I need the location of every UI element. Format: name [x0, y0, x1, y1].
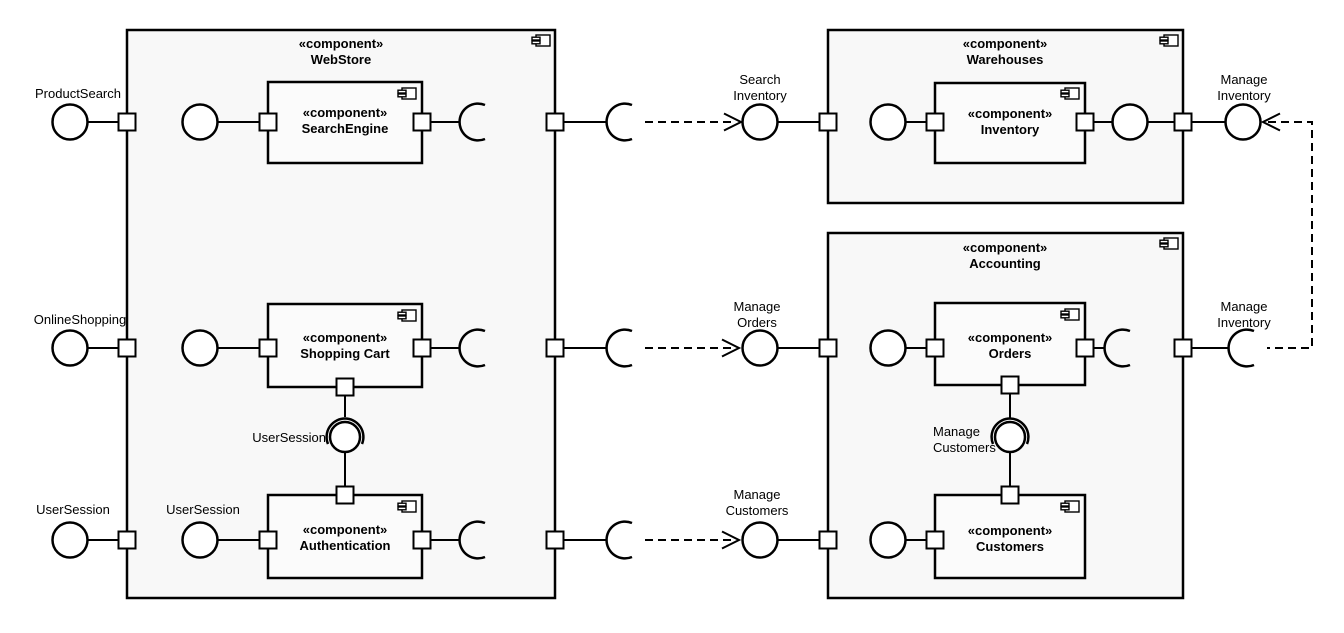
port	[1000, 375, 1020, 395]
authentication-stereotype: «component»	[303, 522, 388, 537]
label-manage-customers-2: Customers	[726, 503, 789, 518]
accounting-stereotype: «component»	[963, 240, 1048, 255]
label-online-shopping: OnlineShopping	[34, 312, 127, 327]
manage-customers-lollipop-ball	[993, 420, 1027, 454]
port	[545, 530, 565, 550]
component-icon	[1060, 500, 1080, 513]
webstore-stereotype: «component»	[299, 36, 384, 51]
manage-inventory-socket	[1227, 328, 1256, 368]
label-manage-inventory-required-1: Manage	[1221, 299, 1268, 314]
port	[412, 338, 432, 358]
port	[1075, 112, 1095, 132]
dependency-lines	[645, 112, 1313, 550]
shopping-cart-name: Shopping Cart	[300, 346, 390, 361]
label-search-inventory-2: Inventory	[733, 88, 787, 103]
label-manage-inventory-required-2: Inventory	[1217, 315, 1271, 330]
dependency-dashed-line	[1267, 121, 1313, 349]
port	[818, 530, 838, 550]
connector-lines	[87, 121, 1228, 541]
port	[818, 338, 838, 358]
port	[1075, 338, 1095, 358]
customers-stereotype: «component»	[968, 523, 1053, 538]
label-manage-inventory-provided-2: Inventory	[1217, 88, 1271, 103]
label-search-inventory-1: Search	[739, 72, 780, 87]
port	[412, 112, 432, 132]
port	[1000, 485, 1020, 505]
label-manage-customers-connector-2: Customers	[933, 440, 996, 455]
component-icon	[1060, 87, 1080, 100]
port	[925, 338, 945, 358]
label-product-search: ProductSearch	[35, 86, 121, 101]
search-engine-stereotype: «component»	[303, 105, 388, 120]
port	[412, 530, 432, 550]
customers-name: Customers	[976, 539, 1044, 554]
provided-interface-ball	[181, 521, 219, 559]
component-icon	[397, 309, 417, 322]
provided-interface-ball	[181, 103, 219, 141]
search-inventory-ball	[741, 103, 779, 141]
port	[258, 530, 278, 550]
label-user-session-outer: UserSession	[36, 502, 110, 517]
provided-interface-ball	[869, 521, 907, 559]
label-manage-customers-connector-1: Manage	[933, 424, 980, 439]
accounting-name: Accounting	[969, 256, 1041, 271]
search-engine-name: SearchEngine	[302, 121, 389, 136]
port	[258, 338, 278, 358]
required-interface-socket	[605, 328, 634, 368]
label-manage-orders-1: Manage	[734, 299, 781, 314]
port	[335, 377, 355, 397]
user-session-ball	[51, 521, 89, 559]
orders-stereotype: «component»	[968, 330, 1053, 345]
online-shopping-ball	[51, 329, 89, 367]
port	[258, 112, 278, 132]
label-manage-inventory-provided-1: Manage	[1221, 72, 1268, 87]
port	[818, 112, 838, 132]
component-icon	[1060, 308, 1080, 321]
port	[545, 112, 565, 132]
warehouses-name: Warehouses	[967, 52, 1044, 67]
required-interface-socket	[605, 520, 634, 560]
manage-orders-ball	[741, 329, 779, 367]
port	[1173, 338, 1193, 358]
label-manage-customers-1: Manage	[734, 487, 781, 502]
provided-interface-ball	[869, 103, 907, 141]
component-icon	[397, 87, 417, 100]
port	[117, 530, 137, 550]
warehouses-stereotype: «component»	[963, 36, 1048, 51]
port	[545, 338, 565, 358]
component-icon	[1159, 34, 1179, 47]
provided-interface-ball	[1111, 103, 1149, 141]
port	[335, 485, 355, 505]
manage-inventory-ball	[1224, 103, 1262, 141]
manage-customers-ball	[741, 521, 779, 559]
product-search-ball	[51, 103, 89, 141]
port	[117, 338, 137, 358]
port	[925, 530, 945, 550]
provided-interface-ball	[869, 329, 907, 367]
port	[117, 112, 137, 132]
label-user-session-connector: UserSession	[252, 430, 326, 445]
label-manage-orders-2: Orders	[737, 315, 777, 330]
port	[925, 112, 945, 132]
webstore-name: WebStore	[311, 52, 371, 67]
inventory-component-box	[933, 81, 1087, 165]
provided-interface-ball	[181, 329, 219, 367]
inventory-name: Inventory	[981, 122, 1040, 137]
component-icon	[1159, 237, 1179, 250]
label-user-session-inner: UserSession	[166, 502, 240, 517]
user-session-lollipop-ball	[328, 420, 362, 454]
port	[1173, 112, 1193, 132]
orders-name: Orders	[989, 346, 1032, 361]
required-interface-socket	[605, 102, 634, 142]
component-icon	[397, 500, 417, 513]
component-icon	[531, 34, 551, 47]
shopping-cart-stereotype: «component»	[303, 330, 388, 345]
authentication-name: Authentication	[300, 538, 391, 553]
inventory-stereotype: «component»	[968, 106, 1053, 121]
